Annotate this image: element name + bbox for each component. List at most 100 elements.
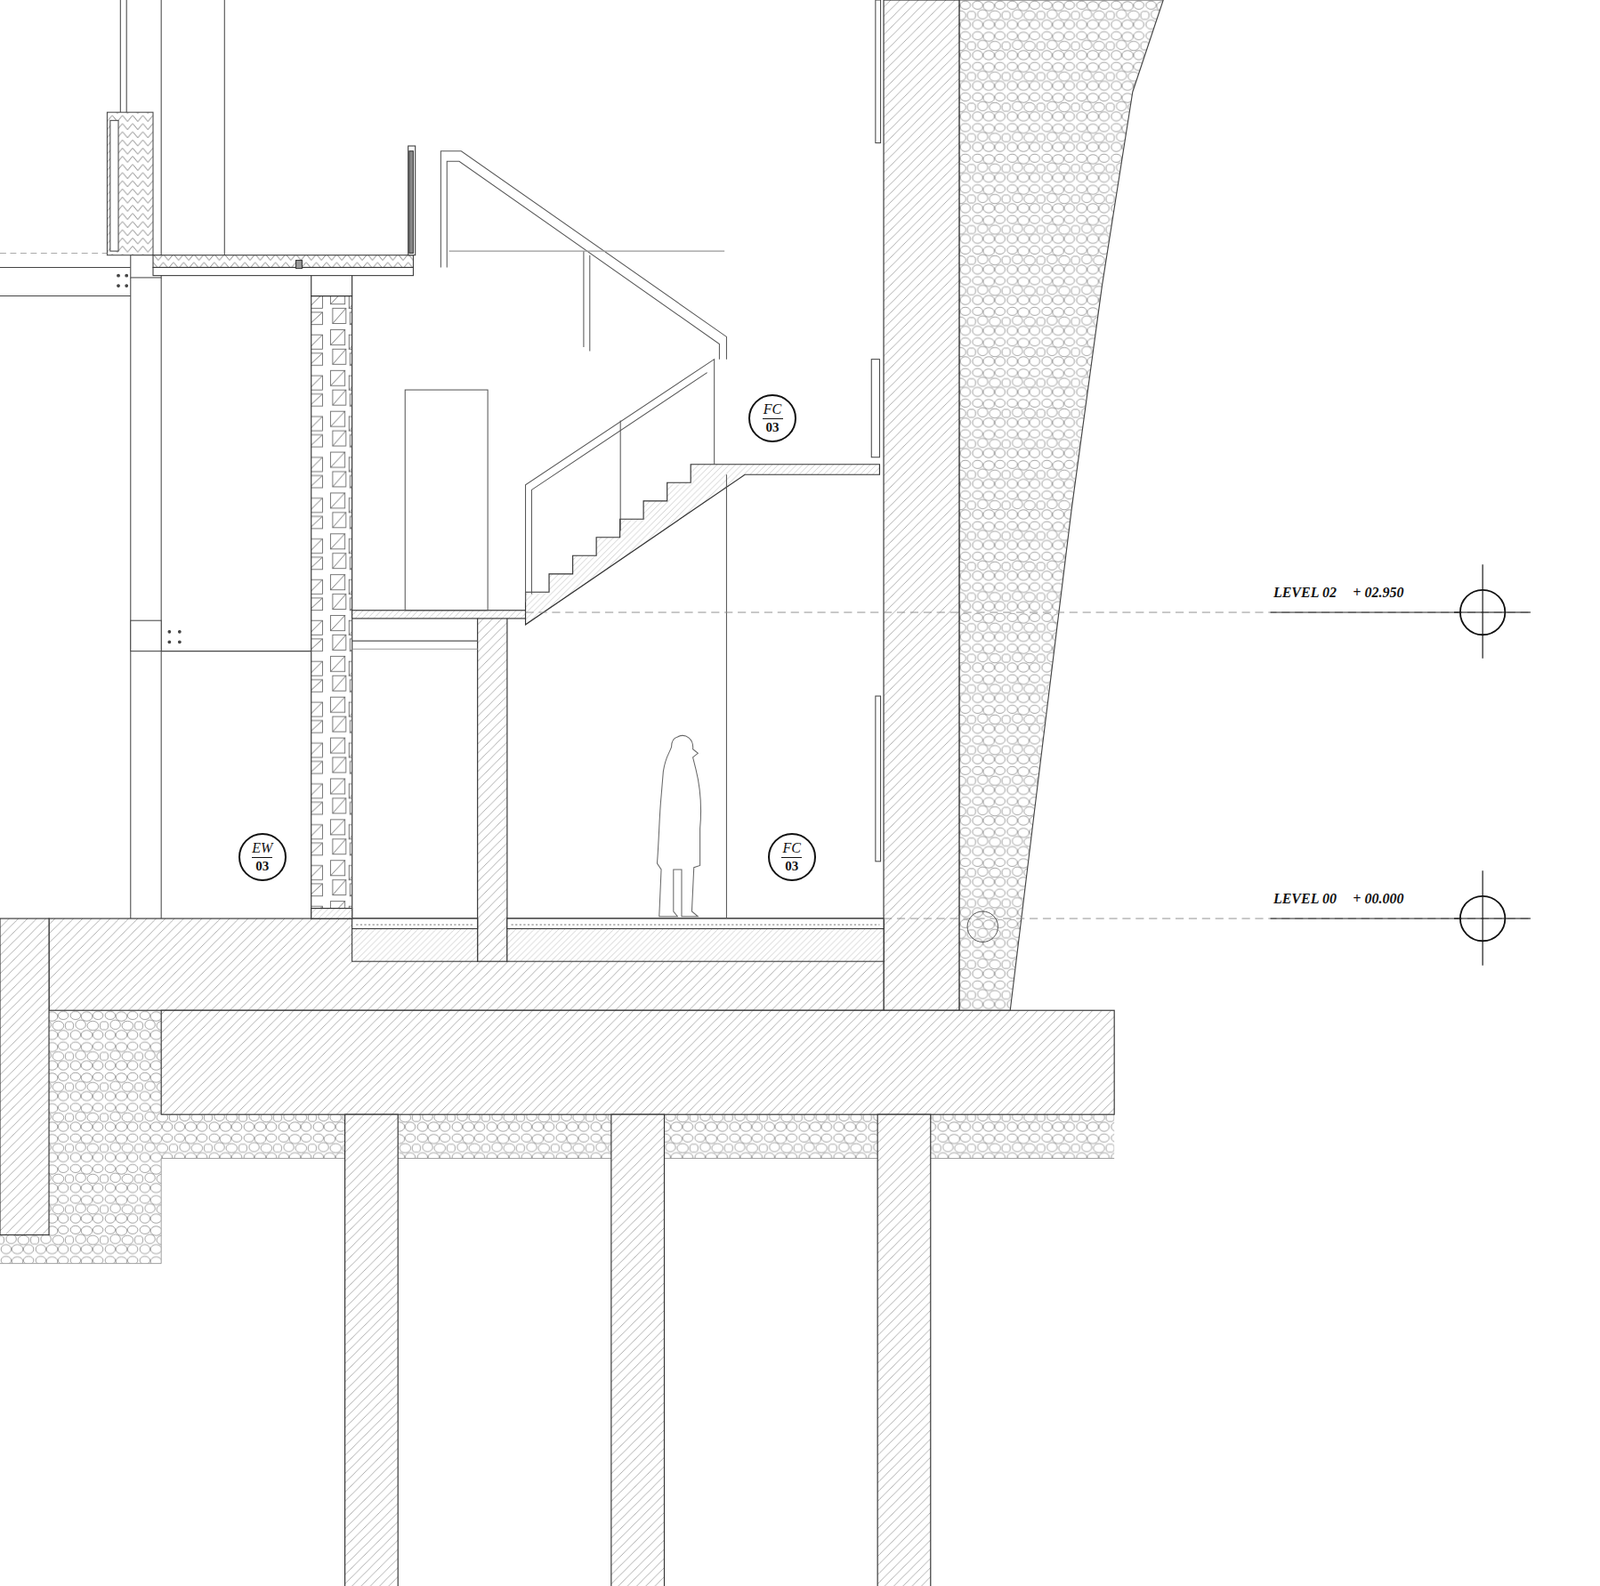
section-tag: FC03: [748, 394, 797, 443]
door-and-lines: [404, 389, 488, 611]
retained-gravel: [0, 1158, 1115, 1264]
level-lines: [883, 918, 1531, 920]
wall-glazing: [871, 359, 880, 458]
stair-balustrade: [531, 372, 707, 595]
level-label: LEVEL 00: [1272, 890, 1338, 907]
timber-frame: [120, 0, 122, 113]
timber-frame: [161, 650, 312, 652]
timber-frame: [0, 0, 312, 919]
timber-frame: [106, 112, 154, 256]
human-figure: [656, 735, 701, 916]
masonry-wall: [311, 908, 353, 919]
timber-frame: [130, 620, 162, 651]
stair-balustrade: [525, 359, 715, 603]
retained-gravel: [959, 0, 1164, 1011]
concrete-structure: [877, 1114, 931, 1586]
upper-floor: [296, 259, 303, 268]
concrete-structure: [477, 617, 508, 962]
timber-frame: [177, 630, 181, 633]
stair-balustrade: [620, 420, 622, 531]
level-lines: [1270, 918, 1460, 920]
timber-frame: [129, 277, 131, 919]
upper-balustrade: [440, 151, 727, 360]
stair: [351, 618, 353, 919]
level-marker: [1454, 611, 1531, 613]
section-tag: EW03: [238, 832, 287, 881]
floor-build-up: [352, 918, 478, 929]
masonry-wall: [311, 296, 353, 919]
door-and-lines: [352, 648, 478, 650]
concrete-structure: [0, 918, 49, 1235]
timber-frame: [110, 120, 119, 251]
tag-sheet-number: 03: [762, 418, 784, 436]
upper-floor: [408, 145, 416, 256]
stair-balustrade: [525, 359, 715, 603]
stair: [352, 464, 881, 919]
timber-frame: [125, 274, 129, 277]
level-label: + 00.000: [1351, 890, 1405, 907]
concrete-structure: [345, 1114, 399, 1586]
timber-frame: [0, 252, 107, 254]
upper-balustrade: [582, 250, 584, 348]
wall-glazing: [875, 0, 881, 144]
timber-frame: [125, 284, 129, 288]
upper-balustrade: [589, 255, 590, 352]
tag-sheet-number: 03: [781, 856, 802, 874]
upper-balustrade: [446, 161, 720, 359]
timber-frame: [161, 0, 162, 256]
wall-glazing: [871, 0, 881, 862]
retained-gravel: [0, 0, 1164, 1264]
level-lines: [525, 612, 1531, 942]
concrete-structure: [611, 1114, 665, 1586]
tag-code: EW: [250, 840, 275, 857]
tag-sheet-number: 03: [251, 856, 273, 874]
timber-frame: [126, 0, 128, 113]
level-lines: [967, 911, 998, 942]
level-marker: [1454, 564, 1531, 966]
timber-frame: [168, 630, 171, 633]
upper-balustrade: [440, 151, 727, 360]
stair: [352, 640, 478, 642]
level-label: LEVEL 02: [1272, 584, 1338, 601]
stair: [525, 464, 881, 625]
level-label: + 02.950: [1351, 584, 1405, 601]
upper-floor: [153, 255, 413, 268]
level-lines: [1270, 612, 1460, 614]
timber-frame: [117, 274, 121, 277]
masonry-wall: [311, 266, 353, 919]
timber-frame: [224, 0, 226, 256]
upper-floor: [153, 145, 416, 276]
floor-build-up: [352, 918, 884, 962]
timber-frame: [0, 266, 131, 268]
door-and-lines: [352, 389, 728, 919]
floor-build-up: [355, 923, 880, 925]
door-and-lines: [726, 474, 728, 919]
timber-frame: [161, 277, 162, 919]
concrete-structure: [883, 0, 960, 1011]
level-marker: [1454, 917, 1531, 919]
tag-code: FC: [781, 840, 803, 857]
human-figure: [656, 735, 701, 916]
upper-balustrade: [449, 250, 726, 252]
stair: [352, 610, 526, 619]
level-lines: [525, 612, 1531, 614]
timber-frame: [0, 295, 131, 297]
timber-frame: [117, 284, 121, 288]
upper-floor: [409, 151, 414, 254]
upper-floor: [153, 266, 413, 275]
tag-code: FC: [761, 402, 784, 419]
floor-build-up: [507, 918, 884, 929]
concrete-structure: [0, 0, 1115, 1586]
concrete-structure: [48, 918, 884, 1011]
wall-glazing: [875, 695, 881, 862]
level-marker: [1482, 564, 1484, 658]
timber-frame: [168, 640, 171, 644]
timber-frame: [177, 640, 181, 644]
concrete-structure: [161, 1010, 1115, 1115]
retained-gravel: [48, 1010, 162, 1263]
retained-gravel: [0, 1235, 49, 1264]
section-tag: FC03: [767, 832, 817, 881]
